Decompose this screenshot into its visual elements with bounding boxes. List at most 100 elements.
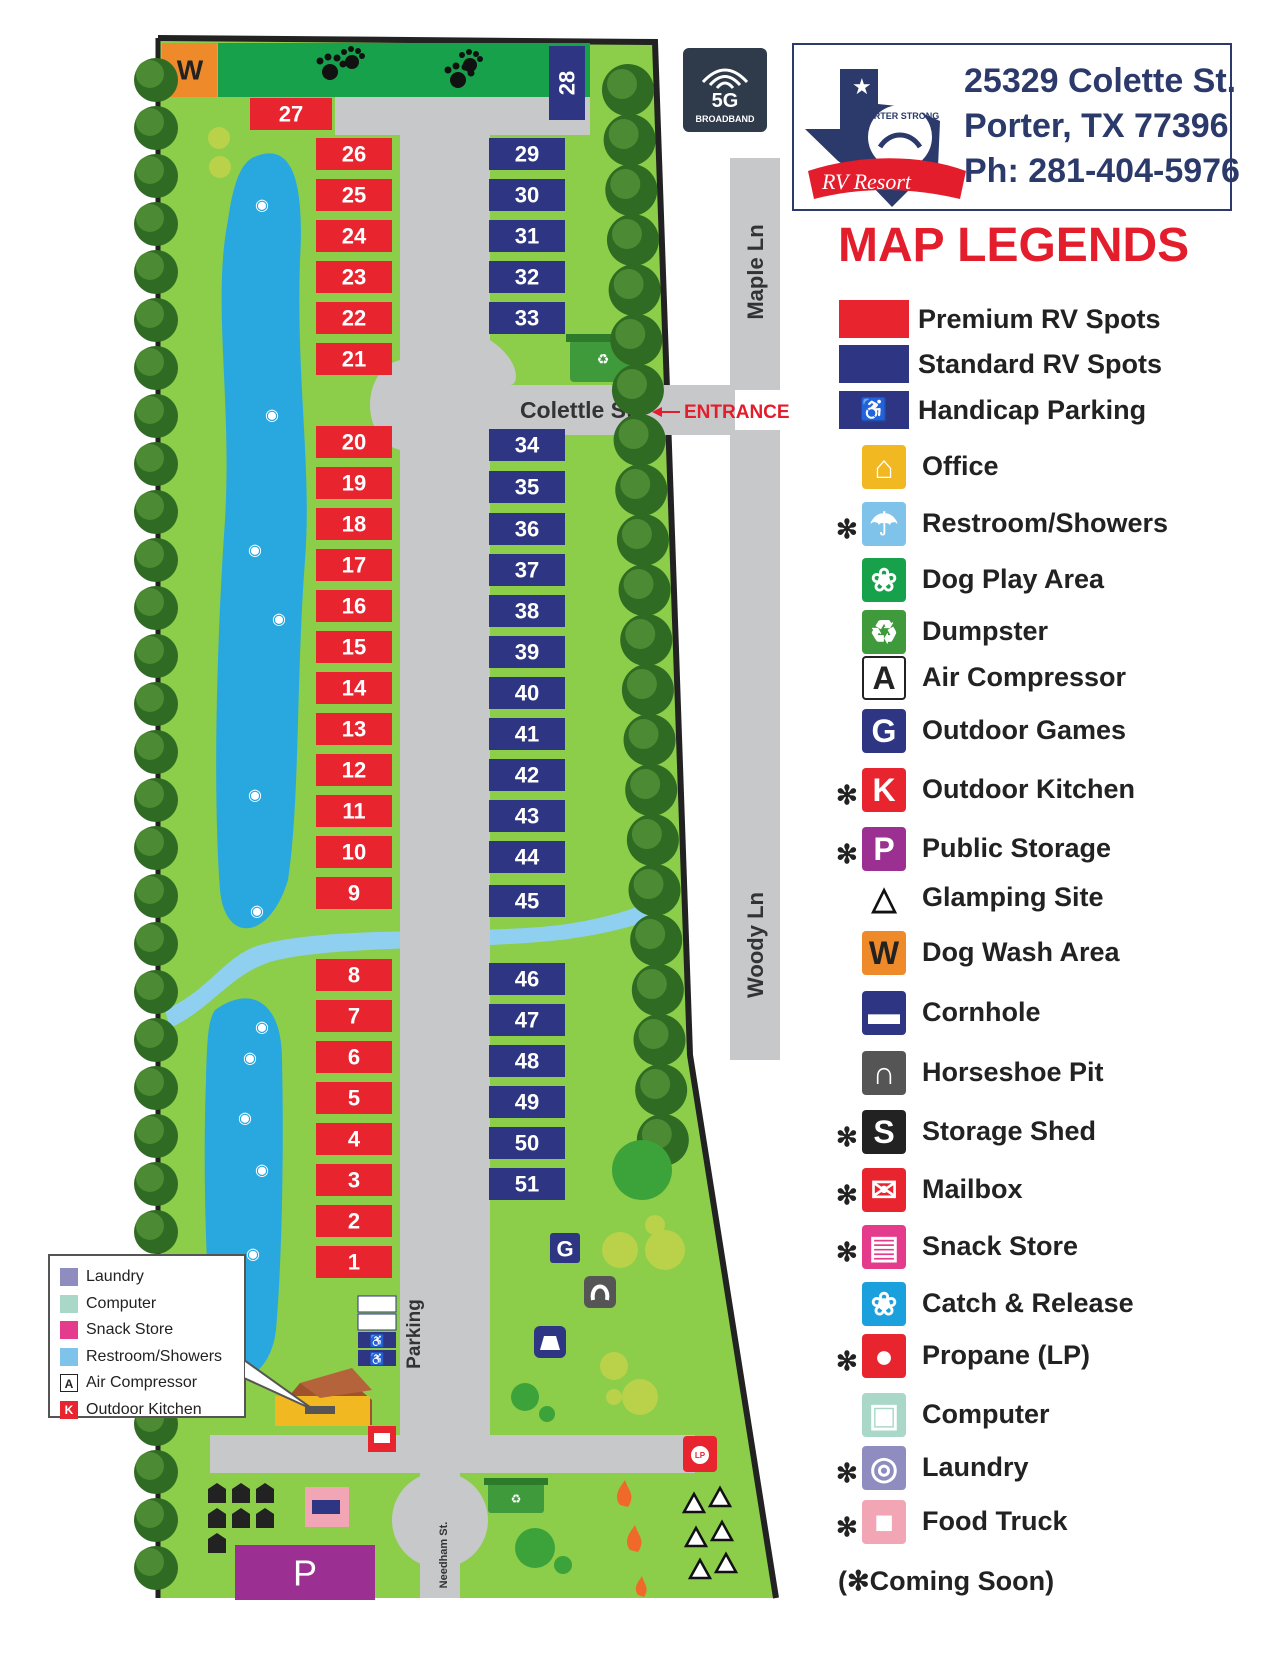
premium-spot: 18 — [316, 508, 392, 540]
paw-icon — [316, 46, 483, 88]
premium-spot: 6 — [316, 1041, 392, 1073]
standard-spot: 43 — [489, 800, 565, 832]
glamping-icon — [687, 1557, 713, 1580]
callout-item: Computer — [60, 1294, 156, 1317]
fish-icon: ◉ ◉ ◉ ◉ ◉ ◉ ◉ ◉ ◉ ◉ ◉ — [238, 197, 286, 1263]
logo-bottom-text: RV Resort — [822, 169, 912, 194]
premium-spot-number: 1 — [348, 1250, 360, 1275]
premium-spot-number: 15 — [342, 635, 366, 660]
tree-icon — [134, 106, 178, 150]
tree-icon — [631, 964, 684, 1016]
shower-icon: ☂ — [862, 502, 906, 546]
tree-icon — [606, 214, 659, 266]
premium-spot: 20 — [316, 426, 392, 458]
premium-spot-number: 4 — [348, 1127, 361, 1152]
premium-spot-number: 14 — [342, 676, 367, 701]
horseshoe-icon: ∩ — [862, 1051, 906, 1095]
road-label-maple: Maple Ln — [743, 224, 768, 319]
tree-icon — [134, 970, 178, 1014]
propane-icon — [683, 1436, 717, 1472]
standard-spot-number: 32 — [515, 265, 539, 290]
legend-label: Mailbox — [922, 1174, 1023, 1204]
tree-icon — [134, 1210, 178, 1254]
parking-spot — [357, 1295, 397, 1313]
callout-label: Laundry — [86, 1268, 144, 1286]
storage-shed-icon — [208, 1483, 226, 1503]
standard-spot: 41 — [489, 718, 565, 750]
premium-spot: 24 — [316, 220, 392, 252]
standard-spot-number: 42 — [515, 763, 539, 788]
standard-spot: 34 — [489, 429, 565, 461]
coming-soon-star: ✻ — [836, 1512, 858, 1542]
tree-icon — [608, 264, 661, 316]
road-label-needham: Needham St. — [438, 1522, 450, 1589]
premium-spot: 7 — [316, 1000, 392, 1032]
premium-spot-number: 20 — [342, 430, 366, 455]
coming-soon-star: ✻ — [836, 514, 858, 544]
premium-spot: 9 — [316, 877, 392, 909]
top-road — [335, 97, 590, 135]
outdoor-games-marker-label: G — [556, 1237, 573, 1262]
storage-sheds — [208, 1483, 274, 1553]
legend-label: Office — [922, 451, 999, 481]
premium-spot: 15 — [316, 631, 392, 663]
standard-spot: 28 — [549, 46, 585, 120]
callout-label: Snack Store — [86, 1321, 174, 1339]
premium-spot-number: 6 — [348, 1045, 360, 1070]
standard-spot-number: 43 — [515, 804, 539, 829]
callout-label: Restroom/Showers — [86, 1347, 223, 1365]
computer-icon — [60, 1294, 78, 1313]
standard-spot: 49 — [489, 1086, 565, 1118]
standard-spot-number: 40 — [515, 681, 539, 706]
standard-spot: 40 — [489, 677, 565, 709]
storage-shed-icon: S — [862, 1110, 906, 1154]
handicap-parking-spot — [358, 1332, 396, 1348]
standard-spot-swatch — [839, 345, 909, 383]
premium-spot: 16 — [316, 590, 392, 622]
callout-label: Air Compressor — [86, 1374, 198, 1392]
svg-text:◉: ◉ — [255, 1162, 269, 1179]
badge-sub: BROADBAND — [695, 114, 755, 124]
tree-icon — [134, 1450, 178, 1494]
contact-card: ★ PORTER STRONG RV Resort 25329 Colette … — [792, 43, 1240, 211]
tree-icon — [134, 58, 178, 102]
road-label-woody: Woody Ln — [743, 892, 768, 998]
public-storage-marker — [235, 1545, 375, 1600]
premium-spot: 13 — [316, 713, 392, 745]
tree-icon — [134, 538, 178, 582]
legend-label: Standard RV Spots — [918, 349, 1163, 379]
air-compressor-icon: A — [60, 1374, 78, 1392]
legend-label: Storage Shed — [922, 1116, 1097, 1146]
premium-spot-number: 11 — [342, 799, 365, 824]
standard-spot: 37 — [489, 554, 565, 586]
premium-spot: 8 — [316, 959, 392, 991]
premium-spot-number: 13 — [342, 717, 366, 742]
resort-logo: ★ PORTER STRONG — [805, 69, 966, 207]
tree-icon — [134, 826, 178, 870]
standard-spot-number: 35 — [515, 475, 539, 500]
svg-text:◉: ◉ — [248, 542, 262, 559]
phone-number: Ph: 281-404-5976 — [964, 152, 1240, 190]
laundry-icon: ◎ — [862, 1446, 906, 1490]
premium-spot-number: 27 — [279, 102, 303, 127]
standard-spot-number: 28 — [555, 71, 580, 95]
standard-spot-number: 47 — [515, 1008, 539, 1033]
horseshoe-icon — [584, 1276, 616, 1308]
tree-icon — [601, 64, 654, 116]
entrance-arrow-head — [652, 407, 662, 417]
premium-spot-number: 17 — [342, 553, 366, 578]
tree-icon — [134, 298, 178, 342]
fire-pit-icon — [616, 1480, 647, 1597]
premium-spot: 3 — [316, 1164, 392, 1196]
standard-spot: 39 — [489, 636, 565, 668]
air-compressor-icon: A — [862, 656, 906, 700]
tree-icon — [605, 164, 658, 216]
standard-spot: 38 — [489, 595, 565, 627]
standard-spot: 45 — [489, 885, 565, 917]
premium-spot-number: 26 — [342, 142, 366, 167]
svg-text:◉: ◉ — [255, 197, 269, 214]
tree-icon — [613, 414, 666, 466]
glamping-icon: △ — [862, 876, 906, 920]
legend-label: Computer — [922, 1399, 1050, 1429]
